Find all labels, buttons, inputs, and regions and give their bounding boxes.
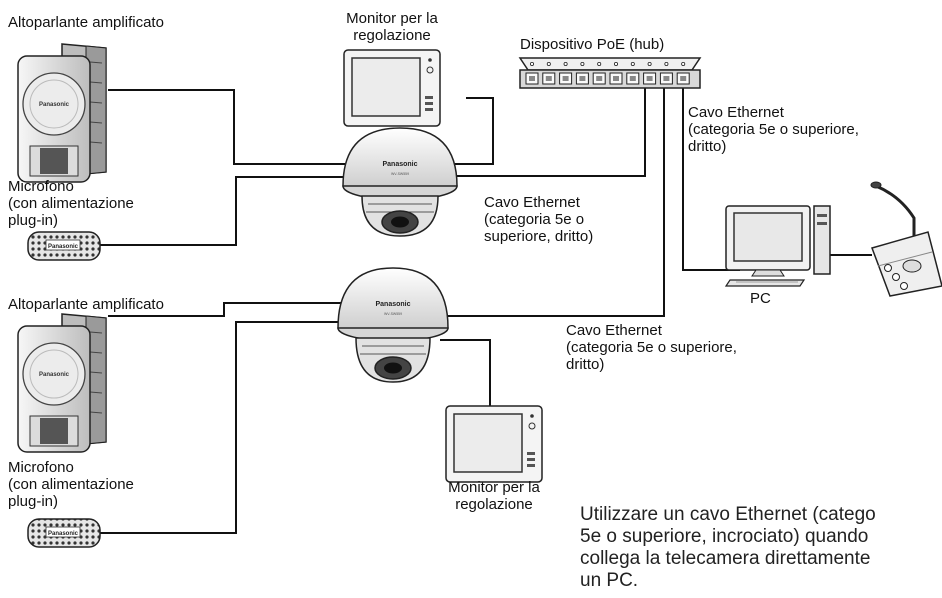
label-cable-right-2: (categoria 5e o superiore,: [688, 121, 859, 138]
label-mic-top-2: (con alimentazione: [8, 195, 134, 212]
note-line-3: collega la telecamera direttamente: [580, 548, 871, 569]
monitor-bottom-device: [445, 405, 543, 483]
label-mic-bottom-2: (con alimentazione: [8, 476, 134, 493]
cable-monitor-top: [455, 97, 494, 165]
cable-monitor-bottom: [440, 339, 491, 412]
cable-mic-top: [98, 176, 345, 246]
label-cable-bottom-1: Cavo Ethernet: [566, 322, 662, 339]
label-pc: PC: [750, 290, 771, 307]
brand-logo: Panasonic: [39, 372, 70, 378]
brand-logo: Panasonic: [48, 531, 79, 537]
desk-microphone-device: [870, 181, 942, 297]
poe-hub-ports: [525, 62, 690, 85]
cable-mic-bottom: [98, 321, 343, 534]
note-line-2: 5e o superiore, incrociato) quando: [580, 526, 869, 547]
speaker-top-device: Panasonic: [17, 43, 107, 183]
hub-port-socket: [545, 76, 552, 81]
hub-port-led: [630, 62, 635, 67]
label-monitor-top-1: Monitor per la: [346, 10, 438, 27]
cable-camera-bottom-hub: [448, 88, 665, 317]
label-mic-top-3: plug-in): [8, 212, 59, 229]
label-mic-bottom-3: plug-in): [8, 493, 59, 510]
note-line-1: Utilizzare un cavo Ethernet (catego: [580, 504, 876, 525]
label-cable-mid-1: Cavo Ethernet: [484, 194, 580, 211]
label-speaker-top: Altoparlante amplificato: [8, 14, 164, 31]
svg-text:WV-SW559: WV-SW559: [391, 172, 409, 176]
camera-bottom-device: Panasonic WV-SW559: [337, 267, 449, 383]
hub-port-socket: [680, 76, 687, 81]
label-speaker-bottom: Altoparlante amplificato: [8, 296, 164, 313]
cables: [98, 88, 872, 534]
label-monitor-bottom-2: regolazione: [455, 496, 533, 513]
label-monitor-top-2: regolazione: [353, 27, 431, 44]
label-cable-right-1: Cavo Ethernet: [688, 104, 784, 121]
hub-port-led: [664, 62, 669, 67]
hub-port-led: [580, 62, 585, 67]
hub-port-socket: [596, 76, 603, 81]
note-line-4: un PC.: [580, 570, 639, 591]
label-mic-bottom-1: Microfono: [8, 459, 74, 476]
hub-port-led: [597, 62, 602, 67]
label-cable-mid-3: superiore, dritto): [484, 228, 594, 245]
label-poe-hub: Dispositivo PoE (hub): [520, 36, 665, 53]
hub-port-socket: [529, 76, 535, 81]
hub-port-socket: [579, 76, 586, 81]
hub-port-socket: [613, 76, 619, 81]
cable-camera-top-hub: [455, 88, 646, 177]
monitor-top-device: [343, 49, 441, 127]
microphone-bottom-device: Panasonic: [27, 518, 101, 548]
svg-text:WV-SW559: WV-SW559: [384, 312, 402, 316]
hub-port-led: [614, 62, 619, 67]
cable-speaker-top: [108, 89, 345, 165]
brand-logo: Panasonic: [39, 102, 70, 108]
hub-port-led: [546, 62, 551, 67]
brand-logo: Panasonic: [382, 161, 417, 168]
hub-port-led: [563, 62, 568, 67]
speaker-bottom-device: Panasonic: [17, 313, 107, 453]
hub-port-led: [530, 62, 535, 67]
hub-port-socket: [646, 76, 653, 81]
label-cable-bottom-2: (categoria 5e o superiore,: [566, 339, 737, 356]
cable-hub-pc: [682, 88, 740, 271]
hub-port-socket: [629, 76, 636, 81]
pc-device: [724, 205, 831, 287]
label-cable-mid-2: (categoria 5e o: [484, 211, 585, 228]
microphone-top-device: Panasonic: [27, 231, 101, 261]
label-mic-top-1: Microfono: [8, 178, 74, 195]
hub-port-socket: [562, 76, 569, 81]
hub-port-led: [647, 62, 652, 67]
label-cable-right-3: dritto): [688, 138, 727, 155]
camera-top-device: Panasonic WV-SW559: [342, 127, 458, 237]
cable-speaker-bottom: [108, 302, 343, 317]
hub-port-socket: [663, 76, 670, 81]
brand-logo: Panasonic: [375, 301, 410, 308]
label-monitor-bottom-1: Monitor per la: [448, 479, 540, 496]
brand-logo: Panasonic: [48, 244, 79, 250]
hub-port-led: [681, 62, 686, 67]
label-cable-bottom-3: dritto): [566, 356, 605, 373]
